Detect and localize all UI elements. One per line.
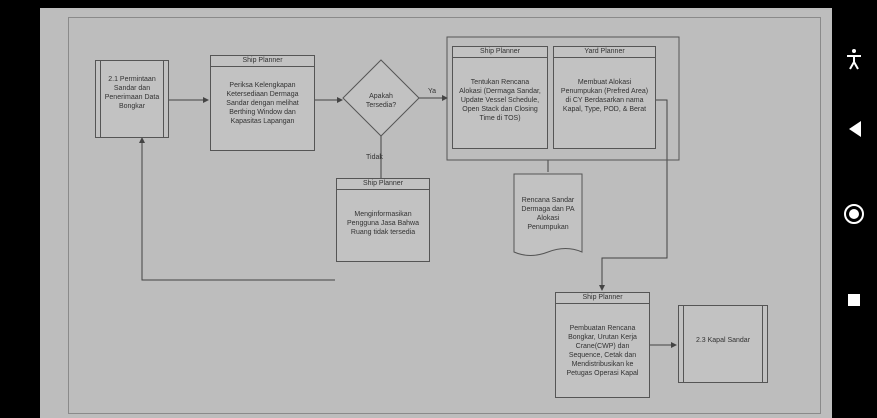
box-yard-header: Yard Planner [554,47,655,58]
doc-shape-text: Rencana Sandar Dermaga dan PA Alokasi Pe… [521,197,575,231]
box-inform: Ship Planner Menginformasikan Pengguna J… [336,178,430,262]
box-yard-text: Membuat Alokasi Penumpukan (Prefred Area… [560,79,649,113]
label-no: Tidak [366,154,383,161]
nav-bar [832,0,877,418]
box-unload-header: Ship Planner [556,293,649,304]
box-plan: Ship Planner Tentukan Rencana Alokasi (D… [452,46,548,149]
box-start: 2.1 Permintaan Sandar dan Penerimaan Dat… [95,60,169,138]
box-plan-text: Tentukan Rencana Alokasi (Dermaga Sandar… [459,79,541,122]
home-circle-icon[interactable] [844,204,864,224]
recents-square-icon[interactable] [848,294,860,306]
accessibility-icon[interactable] [847,49,861,70]
arrow-yard-to-unload [599,99,668,291]
box-end-text: 2.3 Kapal Sandar [695,337,751,344]
box-start-text: 2.1 Permintaan Sandar dan Penerimaan Dat… [104,76,160,110]
box-unload-text: Pembuatan Rencana Bongkar, Urutan Kerja … [566,325,639,377]
label-yes: Ya [428,88,437,95]
box-unload: Ship Planner Pembuatan Rencana Bongkar, … [555,292,650,398]
nav-icons [844,49,864,306]
back-triangle-icon[interactable] [849,121,861,137]
box-check: Ship Planner Periksa Kelengkapan Keterse… [210,55,315,151]
box-yard: Yard Planner Membuat Alokasi Penumpukan … [553,46,656,149]
box-check-header: Ship Planner [211,56,314,67]
flowchart-frame [68,17,821,414]
decision-text: Apakah Tersedia? [365,93,397,109]
left-black-bar [0,0,40,418]
planner-group-frame [446,36,680,161]
box-plan-header: Ship Planner [453,47,547,58]
box-inform-text: Menginformasikan Pengguna Jasa Bahwa Rua… [347,211,419,236]
box-end: 2.3 Kapal Sandar [678,305,768,383]
document-shape [513,173,583,256]
box-inform-header: Ship Planner [337,179,429,190]
arrow-inform-to-start [139,137,335,281]
box-check-text: Periksa Kelengkapan Ketersediaan Dermaga… [226,82,299,125]
